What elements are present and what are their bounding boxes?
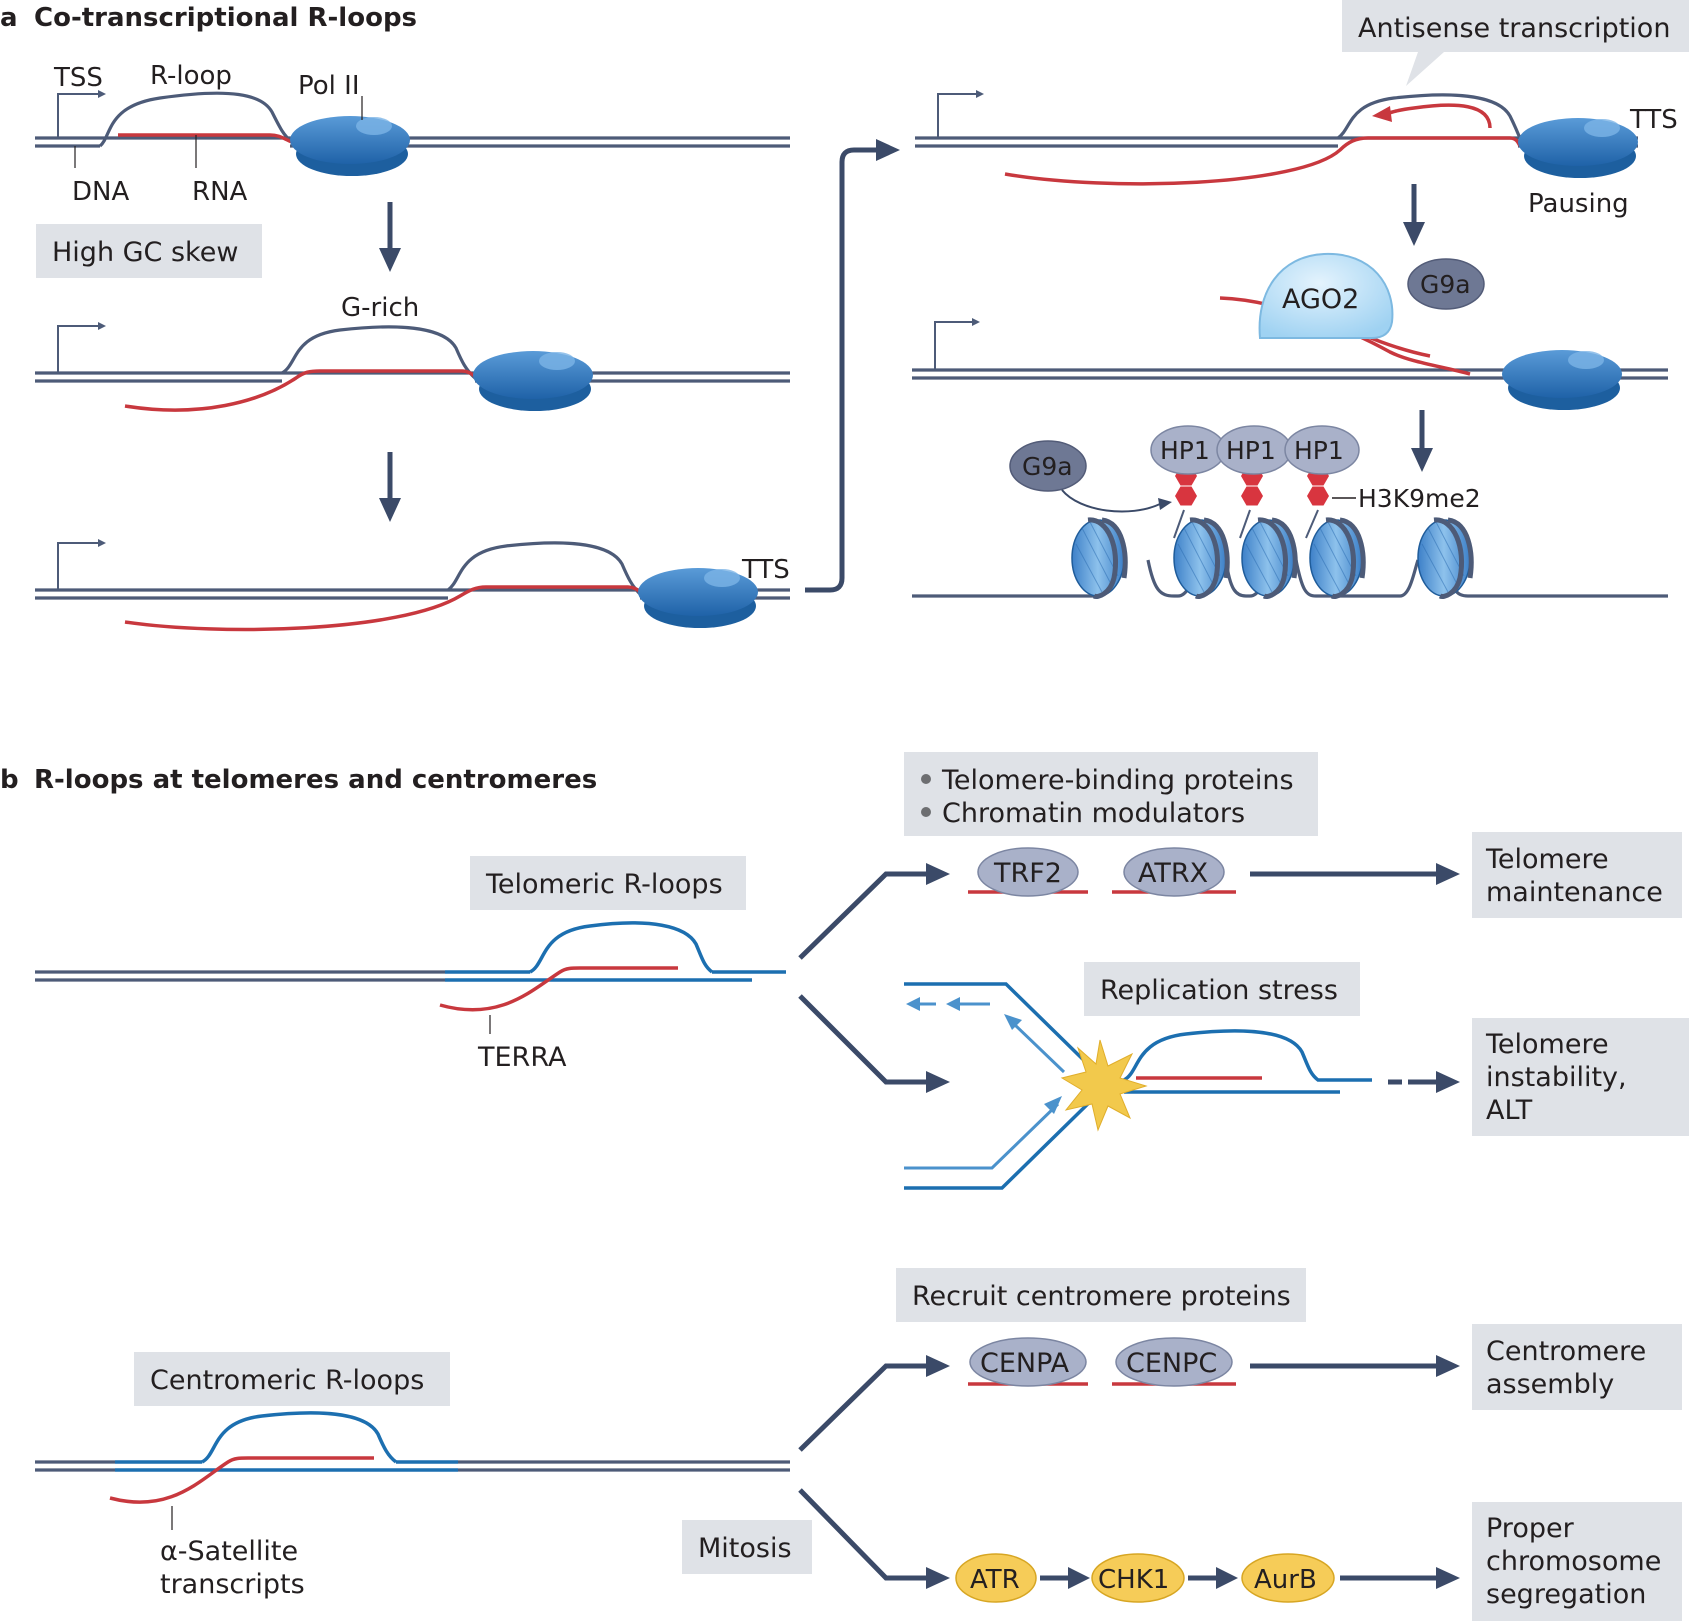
ago2-step [912,252,1668,410]
segregation-line-1: Proper [1486,1513,1575,1544]
nucleosome-3 [1242,520,1295,597]
segregation-line-3: segregation [1486,1579,1646,1610]
rna-label: RNA [192,177,248,207]
g9a-label-bottom: G9a [1022,452,1073,481]
aurb-kinase [1241,1553,1335,1603]
cenpa-protein [969,1337,1087,1387]
h3k9me2-label: H3K9me2 [1358,484,1481,513]
panel-b-title: R-loops at telomeres and centromeres [34,765,597,795]
nucleosome-2 [1174,520,1227,597]
pol-ii-step-3 [638,568,758,628]
pol-ii [290,116,410,176]
r-loop-label: R-loop [150,61,232,91]
tss-arrow [57,93,98,138]
centromere-assembly-box [1472,1324,1682,1410]
hp1-protein-3 [1284,425,1360,475]
high-gc-skew-box [36,224,262,278]
mitosis-label: Mitosis [698,1533,792,1564]
pol-ii-label: Pol II [298,71,359,101]
ago2-label: AGO2 [1282,284,1359,315]
tts-label-right: TTS [1629,105,1678,135]
tts-label-left: TTS [741,555,790,585]
factor-bullet-1: Telomere-binding proteins [941,765,1294,796]
telomere-instability-line-3: ALT [1486,1095,1533,1126]
factor-bullet-2: Chromatin modulators [942,798,1245,829]
centromere-assembly-line-2: assembly [1486,1369,1614,1400]
high-gc-skew-label: High GC skew [52,237,238,268]
satellite-label-line-1: α-Satellite [160,1536,298,1567]
nucleosome-1 [1072,520,1125,597]
chk1-label: CHK1 [1098,1565,1169,1595]
terra-label: TERRA [477,1042,567,1073]
atr-kinase [955,1553,1037,1603]
recruit-label: Recruit centromere proteins [912,1281,1291,1312]
panel-a-letter: a [0,3,18,33]
transcription-step-3 [35,539,790,632]
nucleosome-4 [1310,520,1363,597]
telomere-instability-box [1472,1018,1689,1136]
antisense-label: Antisense transcription [1358,13,1670,44]
panel-a-title: Co-transcriptional R-loops [34,3,417,33]
aurb-label: AurB [1254,1565,1317,1595]
h3k9me2-mark [1307,486,1329,506]
panel-b-letter: b [0,765,19,795]
telomere-instability-line-2: instability, [1486,1062,1627,1093]
atrx-label: ATRX [1138,858,1208,889]
recruit-box [896,1268,1306,1322]
telomeric-r-loops-box [470,856,746,910]
replication-stress-burst [1060,1039,1148,1132]
transcription-step-1 [35,90,790,176]
telomere-maintenance-line-2: maintenance [1486,877,1663,908]
pol-ii-step-2 [473,351,593,411]
mitosis-box [682,1520,812,1574]
segregation-line-2: chromosome [1486,1546,1661,1577]
satellite-label-line-2: transcripts [160,1569,305,1600]
telomeric-r-loops-label: Telomeric R-loops [485,869,723,900]
hp1-label-1: HP1 [1160,436,1210,465]
g9a-protein-top [1407,258,1485,310]
tss-label: TSS [53,63,103,93]
centromeric-r-loops-label: Centromeric R-loops [150,1365,424,1396]
pausing-label: Pausing [1528,189,1629,219]
ago2-protein [1258,252,1394,339]
centromeric-r-loop-diagram [35,1411,790,1530]
dna-label: DNA [72,177,129,207]
trf2-protein [977,847,1079,897]
trf2-label: TRF2 [993,858,1062,889]
replication-fork-diagram [904,982,1372,1190]
segregation-box [1472,1502,1682,1621]
atrx-protein [1123,847,1225,897]
h3k9me2-mark [1175,486,1197,506]
hp1-label-3: HP1 [1294,436,1344,465]
telomere-factors-box [904,752,1318,836]
transcription-step-2 [35,322,790,412]
atr-label: ATR [970,1565,1020,1595]
heterochromatin-step [912,425,1668,597]
h3k9me2-mark [1241,486,1263,506]
cenpa-label: CENPA [980,1348,1070,1379]
hp1-label-2: HP1 [1226,436,1276,465]
chk1-kinase [1091,1553,1185,1603]
centromeric-r-loops-box [134,1352,450,1406]
nucleosome-5 [1418,520,1471,597]
g9a-label-top: G9a [1420,270,1471,299]
cenpc-protein [1115,1337,1233,1387]
g9a-protein-bottom [1009,440,1087,492]
telomere-maintenance-line-1: Telomere [1485,844,1609,875]
replication-stress-label: Replication stress [1100,975,1338,1006]
g-rich-label: G-rich [341,293,419,323]
cenpc-label: CENPC [1126,1348,1217,1379]
paused-pol-ii [1518,118,1638,178]
telomere-instability-line-1: Telomere [1485,1029,1609,1060]
antisense-step [915,90,1638,186]
antisense-callout [1342,0,1689,86]
telomere-maintenance-box [1472,832,1682,918]
pol-ii-step-ago2 [1502,350,1622,410]
centromere-assembly-line-1: Centromere [1486,1336,1646,1367]
replication-stress-box [1084,962,1360,1016]
telomeric-r-loop-diagram [35,921,786,1034]
